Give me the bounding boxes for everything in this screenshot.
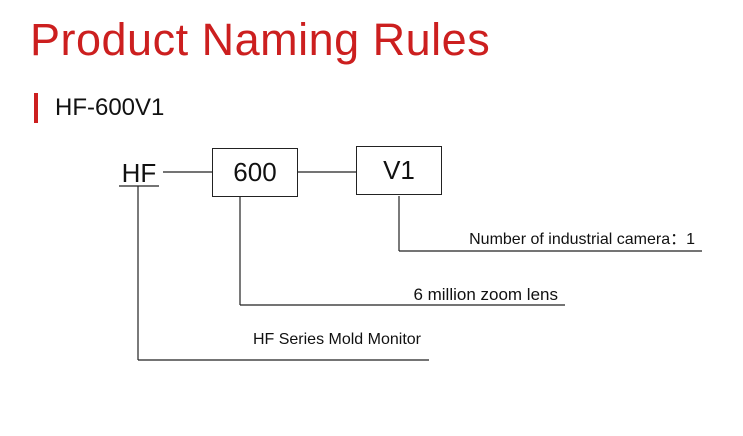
note-series: HF Series Mold Monitor	[252, 331, 421, 348]
section-model-title: HF-600V1	[55, 94, 165, 121]
segment-v1-box: V1	[356, 146, 442, 195]
segment-600: 600	[233, 157, 277, 187]
note-lens: 6 million zoom lens	[413, 285, 558, 304]
section-accent-bar	[34, 93, 38, 123]
note-camera-count: Number of industrial camera：1	[469, 231, 695, 248]
segment-600-box: 600	[212, 148, 298, 197]
page-title: Product Naming Rules	[30, 14, 491, 65]
segment-v1: V1	[383, 155, 415, 185]
segment-hf: HF	[121, 158, 157, 188]
